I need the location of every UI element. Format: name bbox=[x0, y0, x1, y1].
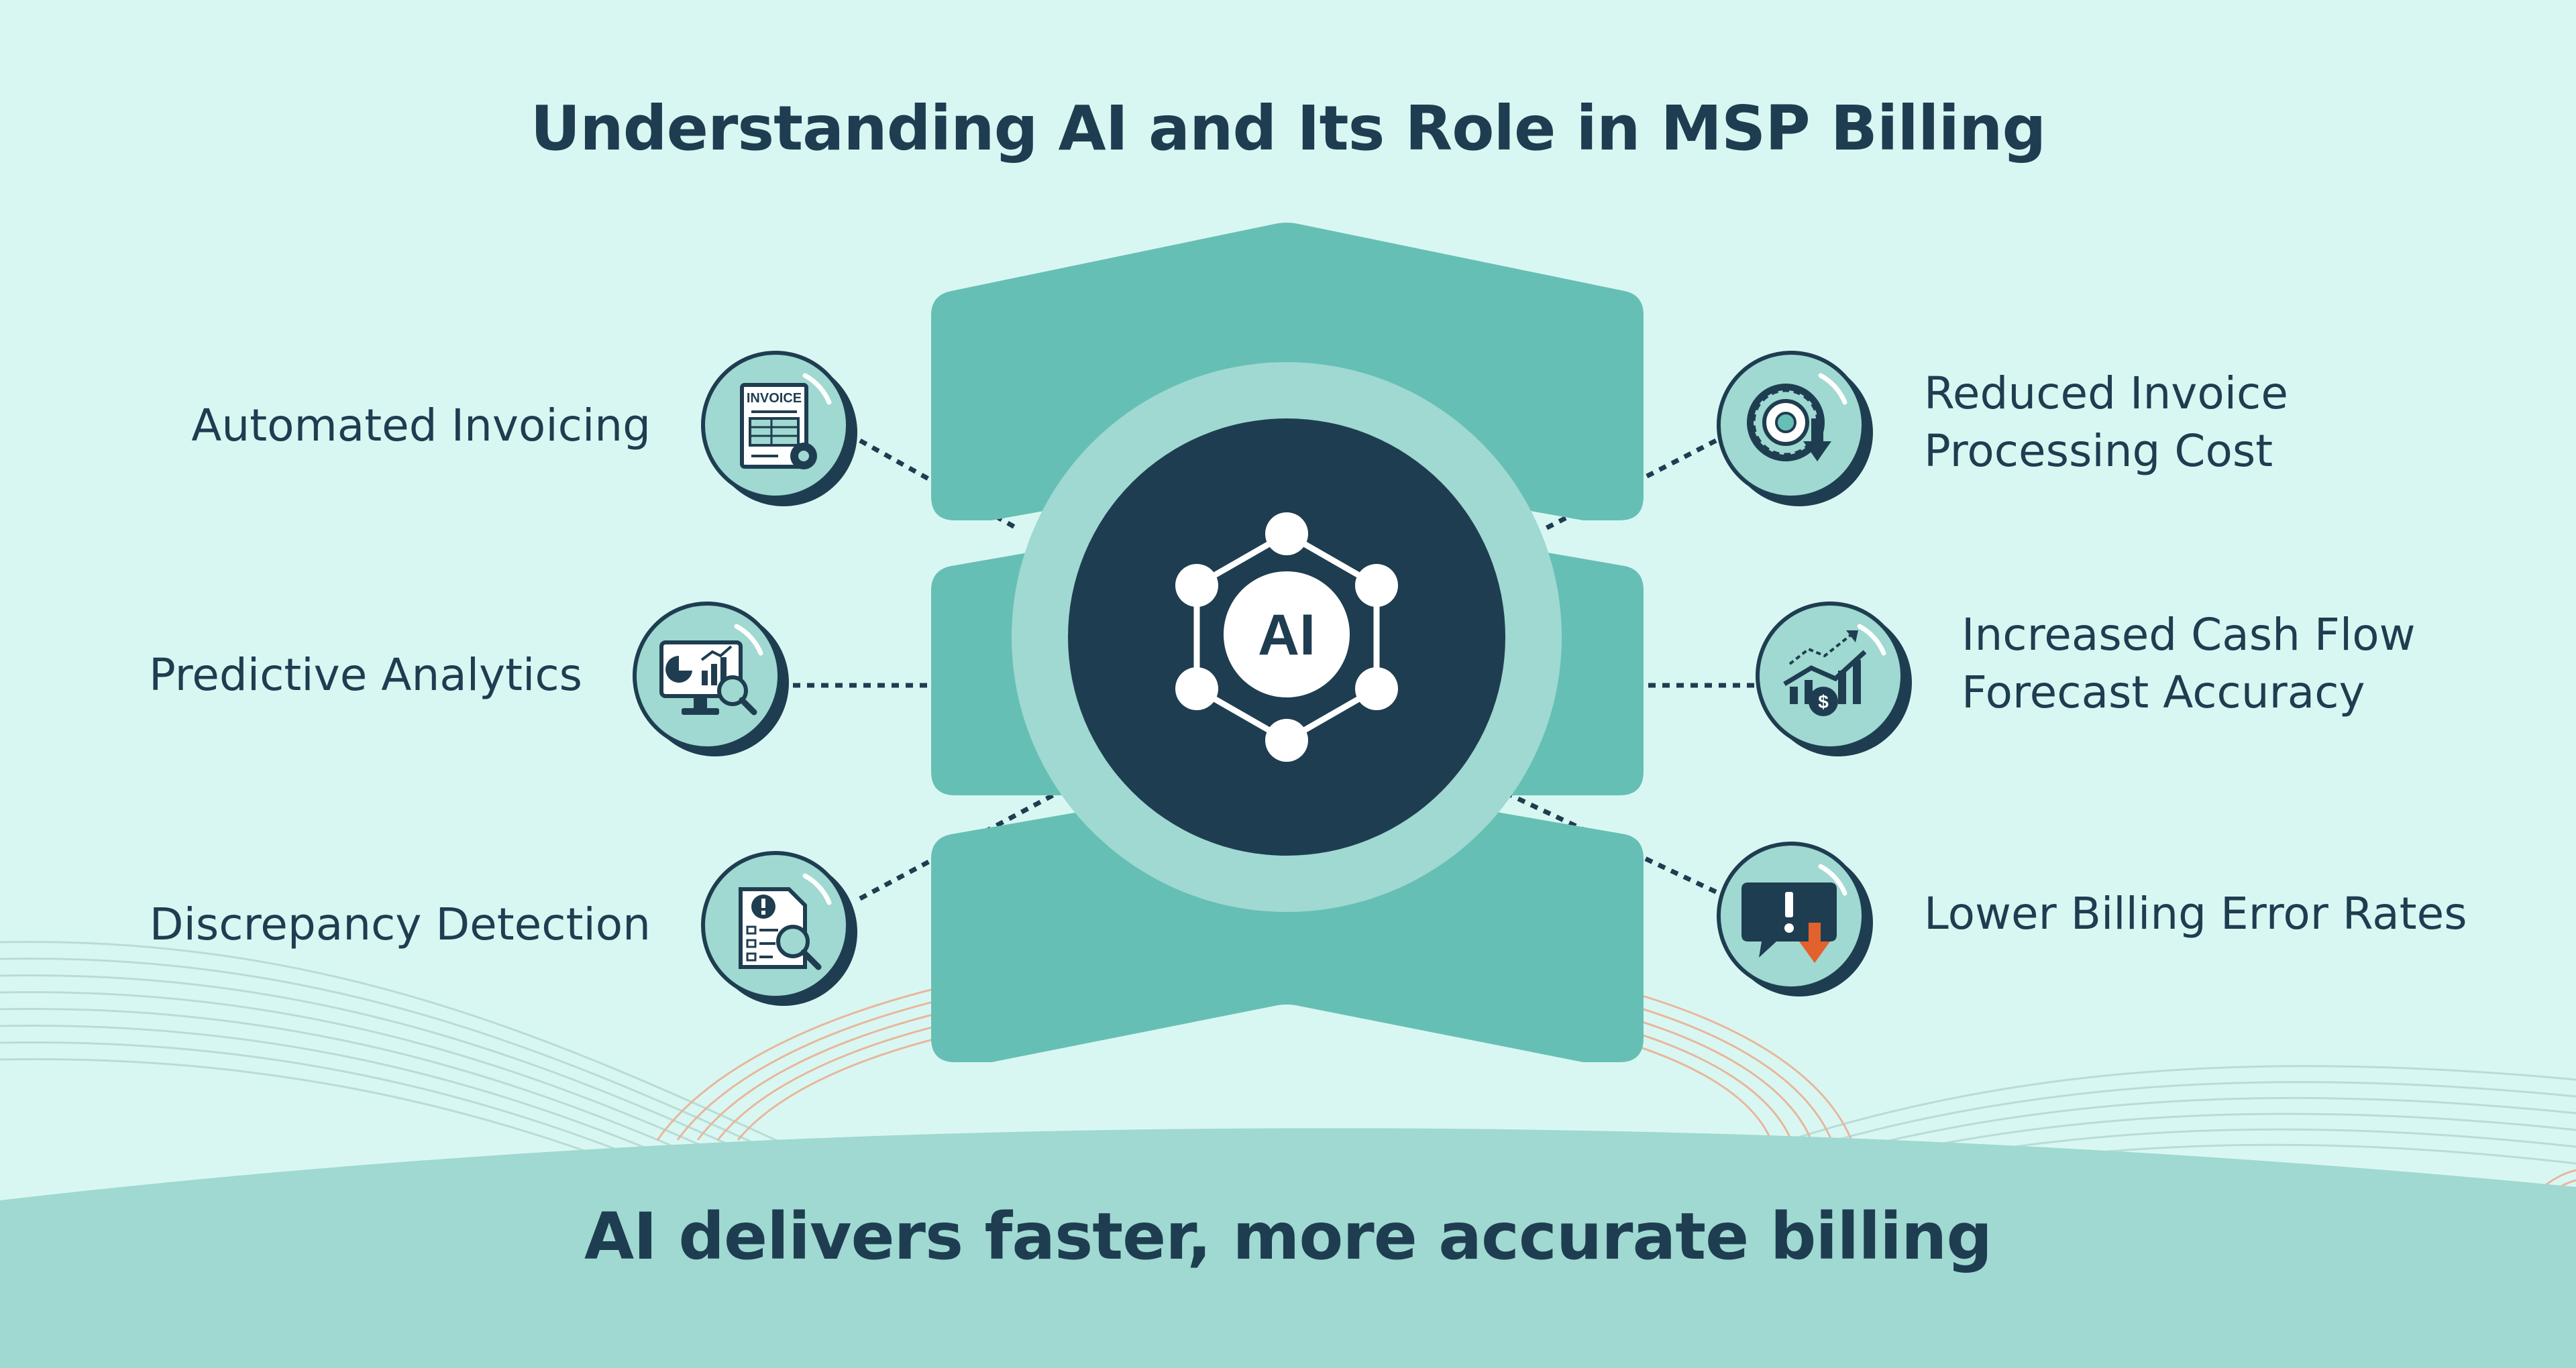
badge-cash-flow-forecast: $ bbox=[1756, 602, 1912, 756]
feature-label-automated-invoicing: Automated Invoicing bbox=[191, 400, 651, 451]
feature-label-predictive-analytics: Predictive Analytics bbox=[148, 649, 582, 701]
invoice-icon: INVOICE bbox=[740, 383, 817, 469]
chevron-bottom bbox=[931, 777, 1644, 1062]
feature-label-cash-flow-forecast-line1: Increased Cash Flow bbox=[1962, 609, 2416, 661]
feature-label-reduced-invoice-cost: Reduced Invoice Processing Cost bbox=[1924, 365, 2288, 480]
svg-text:INVOICE: INVOICE bbox=[747, 391, 802, 406]
page-title: Understanding AI and Its Role in MSP Bil… bbox=[530, 93, 2047, 164]
network-node-dots bbox=[1175, 512, 1398, 762]
ai-center-label: AI bbox=[1258, 603, 1316, 667]
badge-predictive-analytics bbox=[633, 602, 789, 756]
document-search-icon bbox=[739, 887, 822, 970]
badge-reduced-invoice-cost bbox=[1717, 351, 1873, 506]
gear-cost-down-icon bbox=[1747, 384, 1831, 461]
feature-label-reduced-invoice-cost-line1: Reduced Invoice bbox=[1924, 367, 2288, 419]
feature-label-reduced-invoice-cost-line2: Processing Cost bbox=[1924, 425, 2273, 477]
feature-label-cash-flow-forecast-line2: Forecast Accuracy bbox=[1962, 667, 2365, 718]
svg-text:$: $ bbox=[1818, 691, 1829, 712]
feature-label-discrepancy-detection: Discrepancy Detection bbox=[149, 899, 651, 950]
cashflow-chart-icon: $ bbox=[1783, 630, 1867, 716]
feature-label-cash-flow-forecast: Increased Cash Flow Forecast Accuracy bbox=[1962, 606, 2416, 722]
footer-band bbox=[0, 1128, 2576, 1368]
analytics-monitor-icon bbox=[659, 640, 757, 716]
badge-automated-invoicing: INVOICE bbox=[701, 351, 857, 506]
error-alert-down-icon bbox=[1741, 882, 1837, 963]
badge-discrepancy-detection bbox=[701, 851, 857, 1006]
feature-label-lower-error-rates: Lower Billing Error Rates bbox=[1924, 888, 2467, 939]
footer-tagline: AI delivers faster, more accurate billin… bbox=[584, 1199, 1992, 1274]
ai-hub: AI bbox=[1012, 362, 1562, 912]
badge-lower-error-rates bbox=[1717, 842, 1873, 996]
